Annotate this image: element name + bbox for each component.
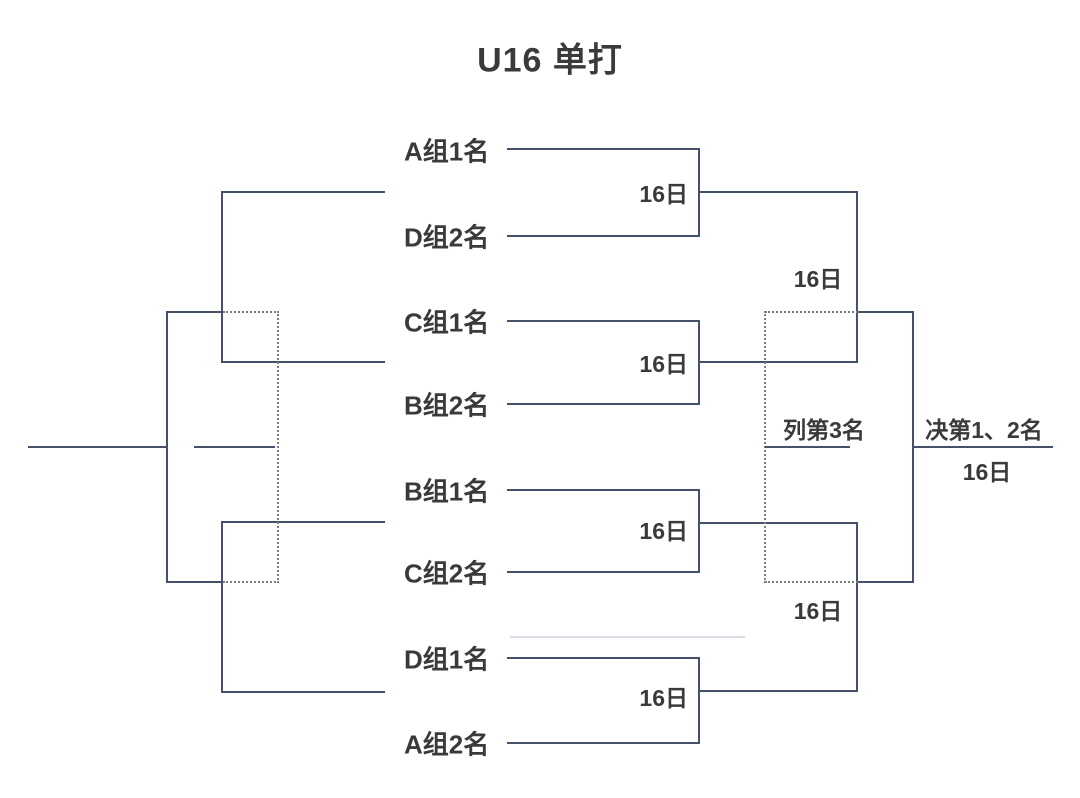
page-title: U16 单打	[477, 41, 623, 80]
team-label-a2: A组2名	[404, 729, 490, 760]
left-lower-bottom-arm	[221, 691, 385, 693]
match2-winner-line	[698, 361, 858, 363]
match3-bottom-line	[507, 571, 700, 573]
match4-top-line	[507, 657, 700, 659]
team-label-a1: A组1名	[404, 136, 490, 167]
match2-bottom-line	[507, 403, 700, 405]
third-place-label: 列第3名	[783, 417, 865, 443]
semifinal1-join-line	[856, 191, 858, 363]
left-third-place-line	[194, 446, 275, 448]
left-dotted-top-line	[223, 311, 279, 313]
match1-winner-line	[698, 191, 858, 193]
left-dotted-vertical	[277, 311, 279, 583]
left-lower-top-arm	[221, 521, 385, 523]
match1-date-label: 16日	[639, 181, 688, 207]
match2-date-label: 16日	[639, 351, 688, 377]
left-final-match-line	[28, 446, 167, 448]
semifinal2-winner-line	[856, 581, 914, 583]
left-final-join-line	[166, 311, 168, 583]
left-lower-join-line	[221, 521, 223, 693]
team-label-b1: B组1名	[404, 476, 490, 507]
team-label-d2: D组2名	[404, 222, 490, 253]
match4-date-label: 16日	[639, 685, 688, 711]
left-lower-winner-stub	[166, 581, 223, 583]
left-upper-top-arm	[221, 191, 385, 193]
final-date-label: 16日	[962, 459, 1012, 485]
match3-date-label: 16日	[639, 518, 688, 544]
left-upper-winner-stub	[166, 311, 223, 313]
semifinal1-date-label: 16日	[793, 266, 843, 292]
team-label-d1: D组1名	[404, 644, 490, 675]
match3-top-line	[507, 489, 700, 491]
match3-join-line	[698, 489, 700, 573]
match4-join-line	[698, 657, 700, 744]
team-label-b2: B组2名	[404, 390, 490, 421]
semifinal1-winner-line	[856, 311, 914, 313]
match4-winner-line	[698, 690, 858, 692]
team-label-c2: C组2名	[404, 558, 490, 589]
match4-bottom-line	[507, 742, 700, 744]
left-upper-bottom-arm	[221, 361, 385, 363]
match2-top-line	[507, 320, 700, 322]
semifinal2-join-line	[856, 522, 858, 692]
team-label-c1: C组1名	[404, 307, 490, 338]
match3-winner-line	[698, 522, 858, 524]
left-dotted-bottom-line	[223, 581, 279, 583]
semifinal2-date-label: 16日	[793, 598, 843, 624]
match1-top-line	[507, 148, 700, 150]
third-place-dotted-bottom-line	[765, 581, 858, 583]
final-label: 决第1、2名	[925, 417, 1043, 443]
ghost-line	[510, 636, 745, 638]
third-place-match-line	[765, 446, 850, 448]
third-place-dotted-top-line	[765, 311, 858, 313]
final-match-line	[912, 446, 1053, 448]
left-upper-join-line	[221, 191, 223, 363]
match1-bottom-line	[507, 235, 700, 237]
